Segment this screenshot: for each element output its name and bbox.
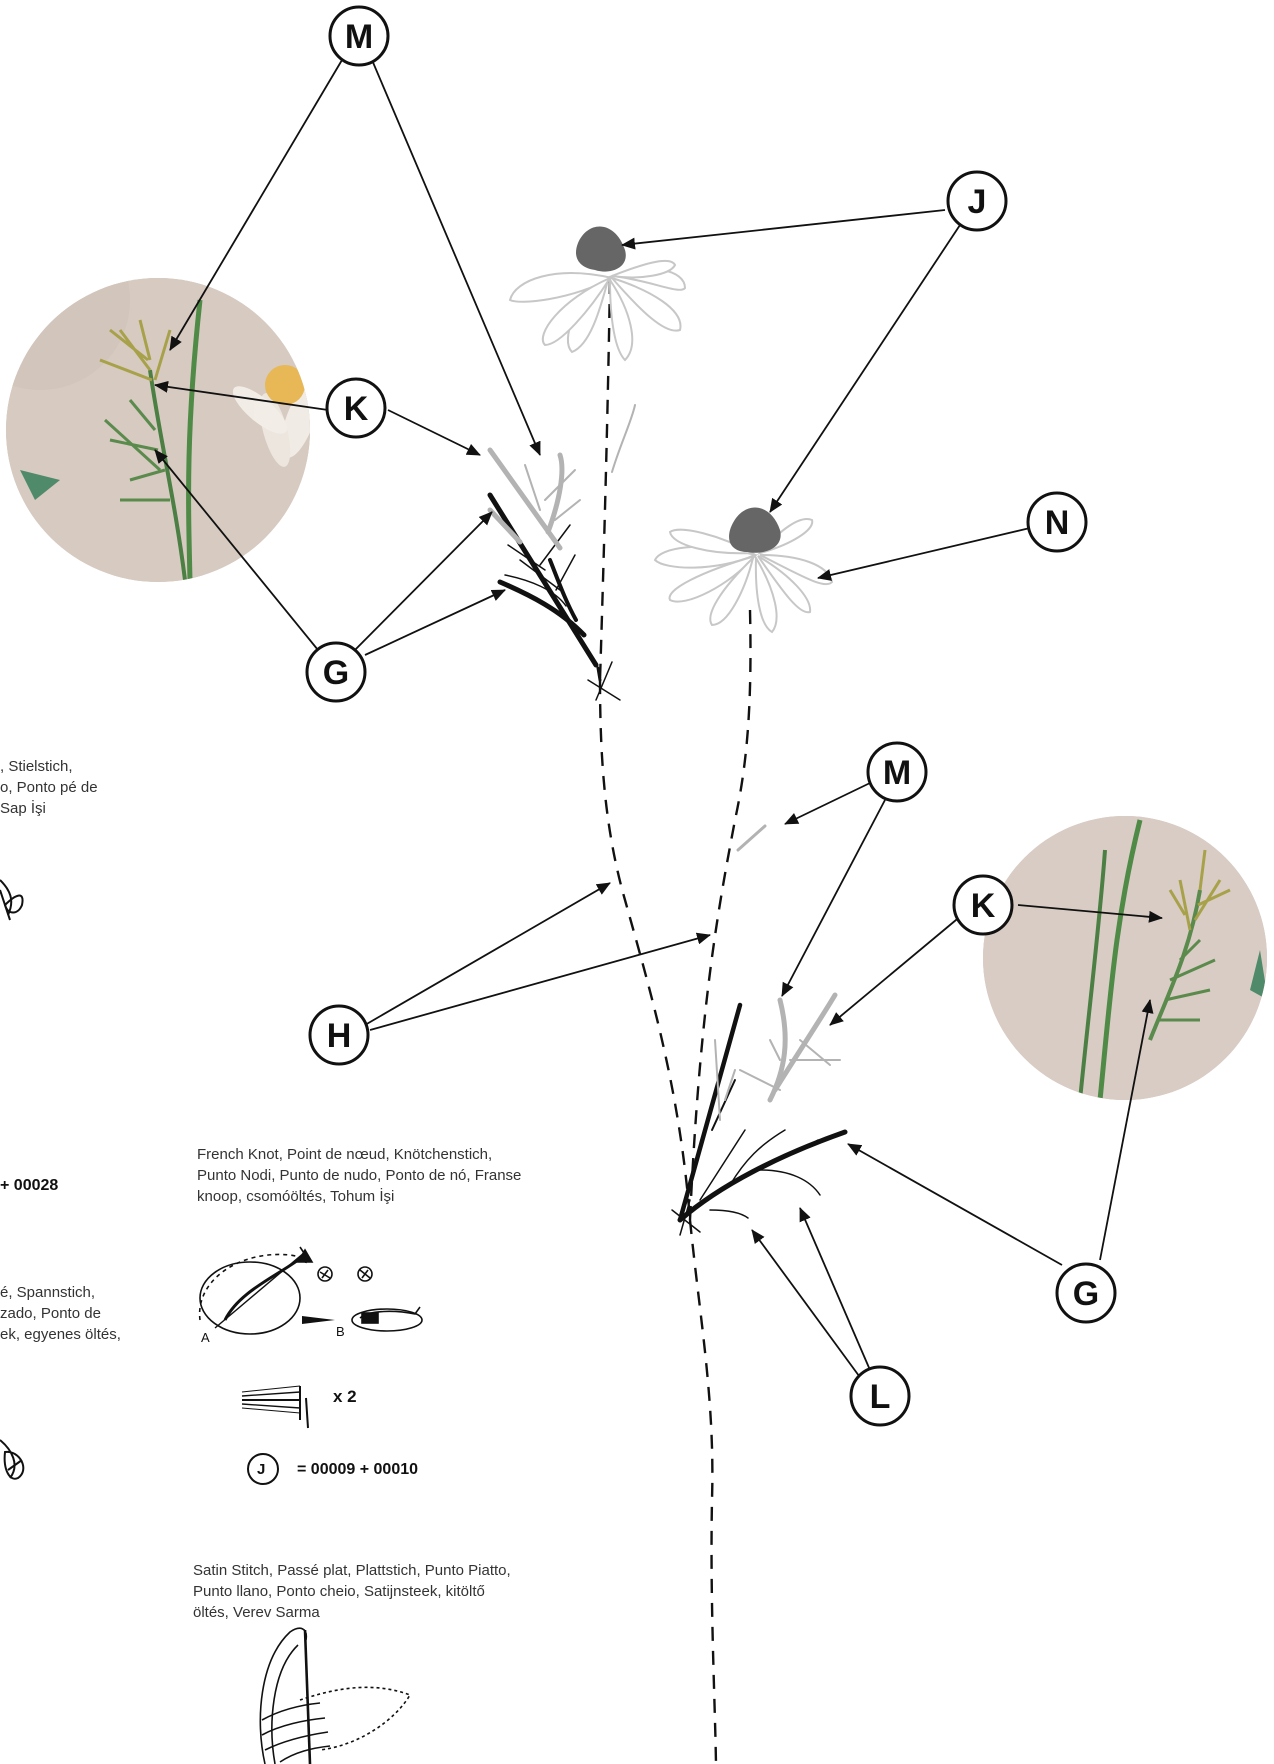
french-knot-line-1: French Knot, Point de nœud, Knötchenstic… xyxy=(197,1146,493,1163)
daisy-flower-top xyxy=(508,226,687,362)
svg-text:A: A xyxy=(201,1330,210,1345)
callout-k-top: K xyxy=(325,377,387,439)
satin-stitch-line-2: Punto llano, Ponto cheio, Satijnsteek, k… xyxy=(193,1583,485,1600)
svg-text:K: K xyxy=(971,887,996,925)
callout-n: N xyxy=(1026,491,1088,553)
straight-stitch-line-2: zado, Ponto de xyxy=(0,1305,101,1322)
stem-stitch-line-3: Sap İşi xyxy=(0,800,46,817)
callout-l: L xyxy=(849,1365,911,1427)
stem-stitch-line-2: o, Ponto pé de xyxy=(0,779,98,796)
legend-j-thread-codes: = 00009 + 00010 xyxy=(297,1461,419,1478)
french-knot-illustration xyxy=(198,1246,423,1335)
straight-stitch-line-1: é, Spannstich, xyxy=(0,1284,96,1301)
svg-text:G: G xyxy=(323,654,349,692)
branch-top xyxy=(487,404,636,701)
svg-text:M: M xyxy=(883,754,911,792)
svg-text:K: K xyxy=(344,390,369,428)
callout-m-top: M xyxy=(328,5,390,67)
french-knot-line-2: Punto Nodi, Punto de nudo, Ponto de nó, … xyxy=(197,1167,522,1184)
svg-text:B: B xyxy=(336,1324,345,1339)
stem-stitch-name-fragment: , Stielstich, o, Ponto pé de Sap İşi xyxy=(0,756,98,819)
french-knot-stitch-names: French Knot, Point de nœud, Knötchenstic… xyxy=(197,1144,521,1207)
svg-text:G: G xyxy=(1073,1275,1099,1313)
callout-h: H xyxy=(308,1004,370,1066)
straight-stitch-line-3: ek, egyenes öltés, xyxy=(0,1326,121,1343)
svg-text:M: M xyxy=(345,18,373,56)
satin-stitch-illustration xyxy=(259,1627,412,1764)
thread-strands-icon xyxy=(241,1385,309,1429)
callout-m-bottom: M xyxy=(866,741,928,803)
stem-stitch-illustration-cropped xyxy=(0,879,24,921)
straight-stitch-name-fragment: é, Spannstich, zado, Ponto de ek, egyene… xyxy=(0,1282,121,1345)
callout-k-bottom: K xyxy=(952,874,1014,936)
photo-detail-circle-top xyxy=(6,278,310,582)
satin-stitch-line-1: Satin Stitch, Passé plat, Plattstich, Pu… xyxy=(193,1562,511,1579)
strand-count: x 2 xyxy=(333,1387,357,1406)
french-knot-step-labels: A B xyxy=(201,1324,345,1345)
callout-g-bottom: G xyxy=(1055,1262,1117,1324)
callout-j: J xyxy=(946,170,1008,232)
stem-stitch-line-1: , Stielstich, xyxy=(0,758,73,775)
photo-detail-circle-bottom xyxy=(983,816,1267,1100)
svg-text:H: H xyxy=(327,1017,352,1055)
legend-j-badge xyxy=(247,1453,279,1485)
satin-stitch-names: Satin Stitch, Passé plat, Plattstich, Pu… xyxy=(193,1560,511,1623)
branch-bottom xyxy=(671,824,848,1236)
stems-dashed xyxy=(598,279,752,1764)
straight-stitch-illustration-cropped xyxy=(0,1439,25,1480)
svg-text:J: J xyxy=(968,183,987,221)
callout-g-top: G xyxy=(305,641,367,703)
leader-lines xyxy=(154,59,1163,1381)
thread-code-fragment: + 00028 xyxy=(0,1177,59,1194)
legend-j-letter: J xyxy=(257,1461,266,1478)
svg-text:N: N xyxy=(1045,504,1070,542)
daisy-flower-middle xyxy=(653,507,834,634)
svg-text:L: L xyxy=(870,1378,891,1416)
french-knot-line-3: knoop, csomóöltés, Tohum İşi xyxy=(197,1188,395,1205)
satin-stitch-line-3: öltés, Verev Sarma xyxy=(193,1604,320,1621)
